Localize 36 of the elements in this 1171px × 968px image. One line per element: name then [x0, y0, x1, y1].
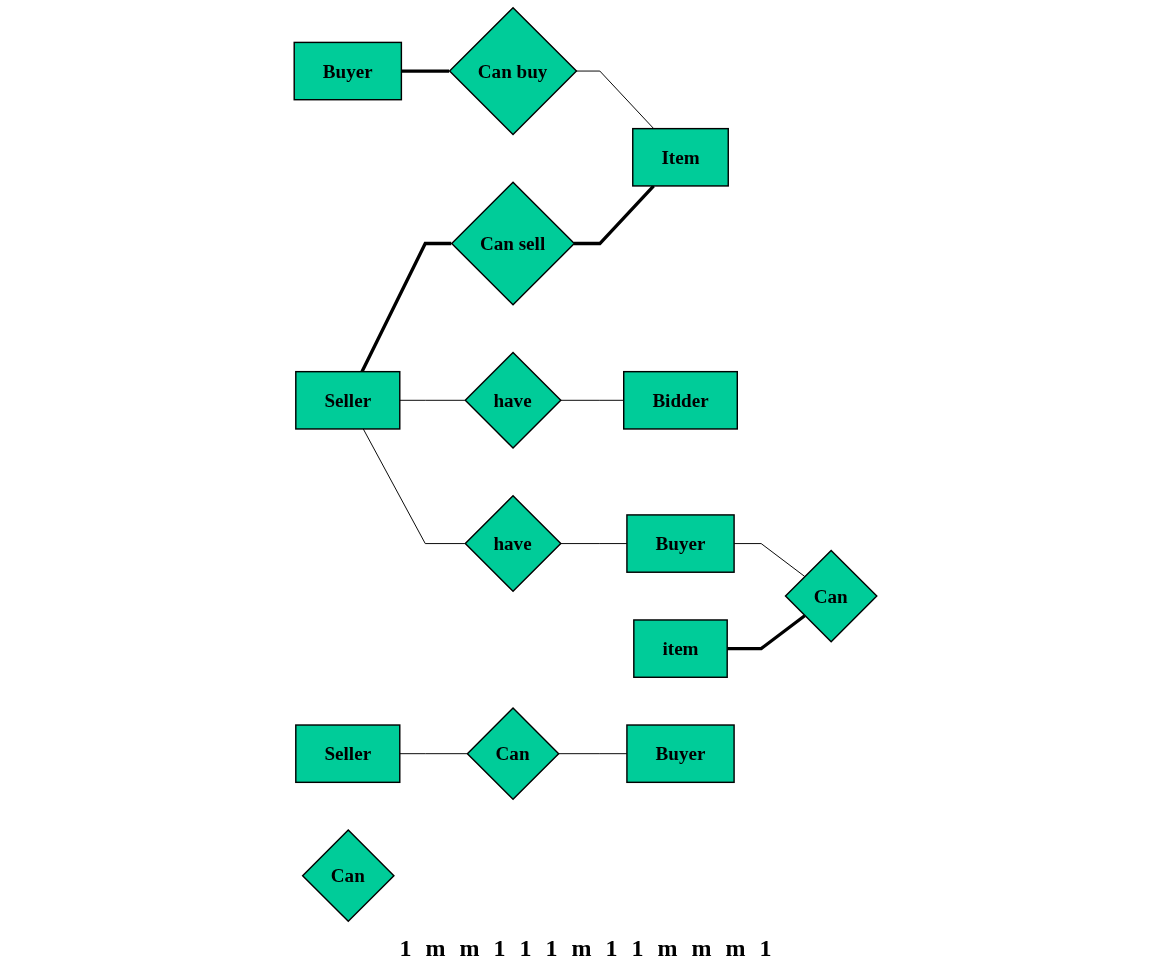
node-diamond: have — [464, 351, 562, 450]
connector — [727, 614, 806, 651]
connector — [360, 241, 452, 373]
node-diamond: Can buy — [448, 6, 578, 136]
node-diamond: Can — [784, 549, 878, 643]
cardinality-label: m — [459, 935, 480, 962]
cardinality-label: m — [425, 935, 446, 962]
connector — [575, 70, 655, 130]
cardinality-label: 1 — [545, 935, 558, 962]
node-box: Buyer — [626, 514, 735, 573]
connector — [399, 399, 466, 401]
cardinality-label: m — [691, 935, 712, 962]
connector — [401, 69, 450, 73]
node-box: Seller — [295, 724, 401, 784]
connector — [362, 428, 466, 545]
cardinality-label: 1 — [759, 935, 772, 962]
node-diamond: Can — [466, 707, 560, 801]
cardinality-label: m — [725, 935, 746, 962]
node-box: Bidder — [623, 370, 738, 430]
node-box: Seller — [295, 370, 401, 430]
node-diamond: Can — [301, 829, 395, 923]
cardinality-label: m — [571, 935, 592, 962]
cardinality-label: 1 — [519, 935, 532, 962]
node-diamond: Can sell — [450, 181, 576, 306]
cardinality-label: 1 — [605, 935, 618, 962]
cardinality-label: m — [657, 935, 678, 962]
node-diamond: have — [464, 494, 562, 593]
cardinality-label: 1 — [631, 935, 644, 962]
node-box: Buyer — [293, 41, 403, 101]
cardinality-label: 1 — [493, 935, 506, 962]
cardinality-label: 1 — [399, 935, 412, 962]
node-box: Buyer — [626, 724, 735, 784]
node-box: Item — [632, 127, 729, 187]
node-box: item — [633, 619, 728, 678]
connector — [399, 753, 468, 755]
connector — [573, 184, 655, 246]
